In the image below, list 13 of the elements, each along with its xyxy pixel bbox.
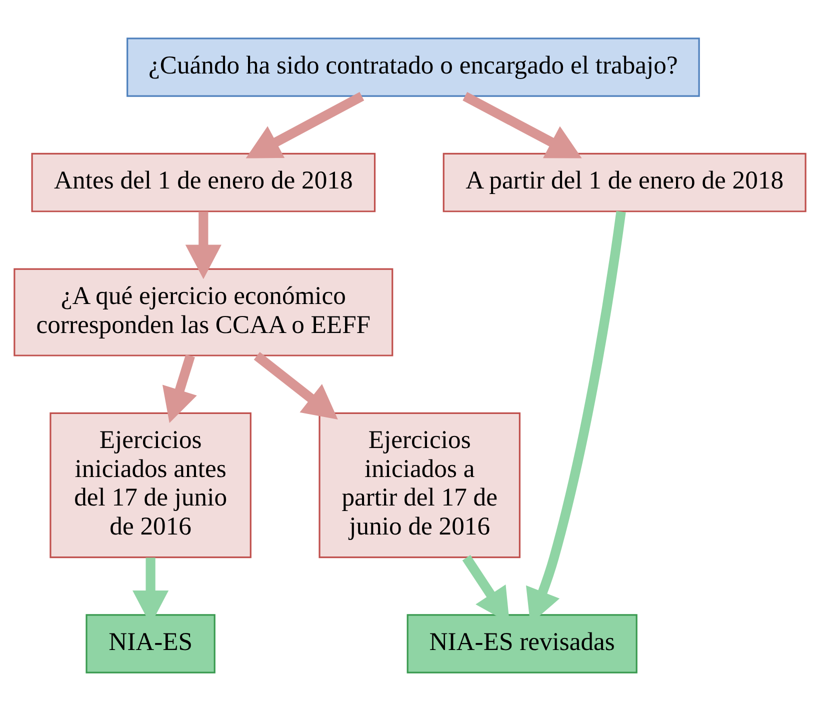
node-box: NIA-ES xyxy=(86,614,216,674)
node-box: ¿Cuándo ha sido contratado o encargado el trabajo? xyxy=(126,38,700,97)
arrow xyxy=(254,352,338,420)
node-box: ¿A qué ejercicio económico corresponden las CCAA o EEFF xyxy=(14,268,394,356)
arrow xyxy=(462,92,582,158)
arrow xyxy=(185,212,222,280)
node-box: Ejercicios iniciados a partir del 17 de junio de 2016 xyxy=(318,412,520,558)
arrow xyxy=(246,92,364,158)
node-box: Ejercicios iniciados antes del 17 de junio de 2016 xyxy=(50,412,252,558)
node-box: NIA-ES revisadas xyxy=(406,614,638,674)
node-box: Antes del 1 de enero de 2018 xyxy=(31,152,376,212)
node-box: A partir del 1 de enero de 2018 xyxy=(442,152,806,212)
arrow xyxy=(162,354,197,423)
